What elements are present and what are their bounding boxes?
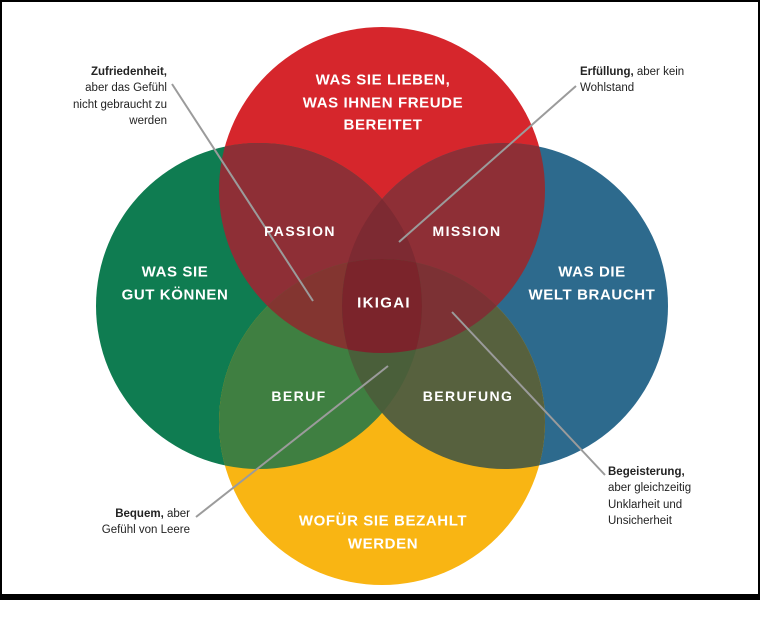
label-need-line2: WELT BRAUCHT [528, 286, 656, 303]
annotation-satisfaction-rest: aber das Gefühl nicht gebraucht zu werde… [73, 82, 167, 127]
label-ikigai: IKIGAI [357, 294, 411, 312]
label-mission: MISSION [432, 223, 502, 239]
annotation-fulfillment-rest: aber kein Wohlstand [580, 66, 685, 95]
annotation-satisfaction: Zufriedenheit, aber das Gefühl nicht geb… [62, 64, 167, 129]
annotation-comfort-bold: Bequem, [115, 508, 164, 520]
annotation-comfort-rest: aber Gefühl von Leere [101, 508, 190, 537]
label-world-needs: WAS DIE WELT BRAUCHT [529, 262, 656, 307]
label-love-line2: WAS IHNEN FREUDE [302, 93, 464, 111]
leader-line-comfort [195, 365, 389, 518]
label-passion: PASSION [264, 223, 336, 239]
label-love-line1: WAS SIE LIEBEN, [315, 71, 451, 89]
label-good-line2: GUT KÖNNEN [121, 286, 229, 303]
label-beruf: BERUF [271, 388, 327, 404]
label-paid-line2: WERDEN [347, 535, 419, 552]
label-good-line1: WAS SIE [141, 263, 209, 281]
label-love-line3: BEREITET [343, 116, 423, 134]
annotation-excitement-rest: aber gleichzeitig Unklarheit und Unsiche… [608, 482, 692, 527]
label-good-at: WAS SIE GUT KÖNNEN [122, 262, 229, 307]
annotation-fulfillment-bold: Erfüllung, [580, 66, 634, 78]
label-berufung: BERUFUNG [422, 388, 514, 404]
annotation-comfort: Bequem, aber Gefühl von Leere [80, 506, 190, 539]
label-paid-line1: WOFÜR SIE BEZAHLT [298, 512, 468, 530]
annotation-excitement: Begeisterung, aber gleichzeitig Unklarhe… [608, 464, 716, 529]
annotation-excitement-bold: Begeisterung, [608, 466, 685, 478]
leader-line-fulfillment [398, 85, 577, 243]
annotation-fulfillment: Erfüllung, aber kein Wohlstand [580, 64, 692, 97]
label-love: WAS SIE LIEBEN, WAS IHNEN FREUDE BEREITE… [303, 69, 463, 137]
leader-line-satisfaction [171, 83, 314, 302]
label-paid-for: WOFÜR SIE BEZAHLT WERDEN [299, 511, 467, 556]
annotation-satisfaction-bold: Zufriedenheit, [90, 66, 167, 78]
leader-line-excitement [451, 311, 606, 476]
label-need-line1: WAS DIE [558, 263, 626, 281]
